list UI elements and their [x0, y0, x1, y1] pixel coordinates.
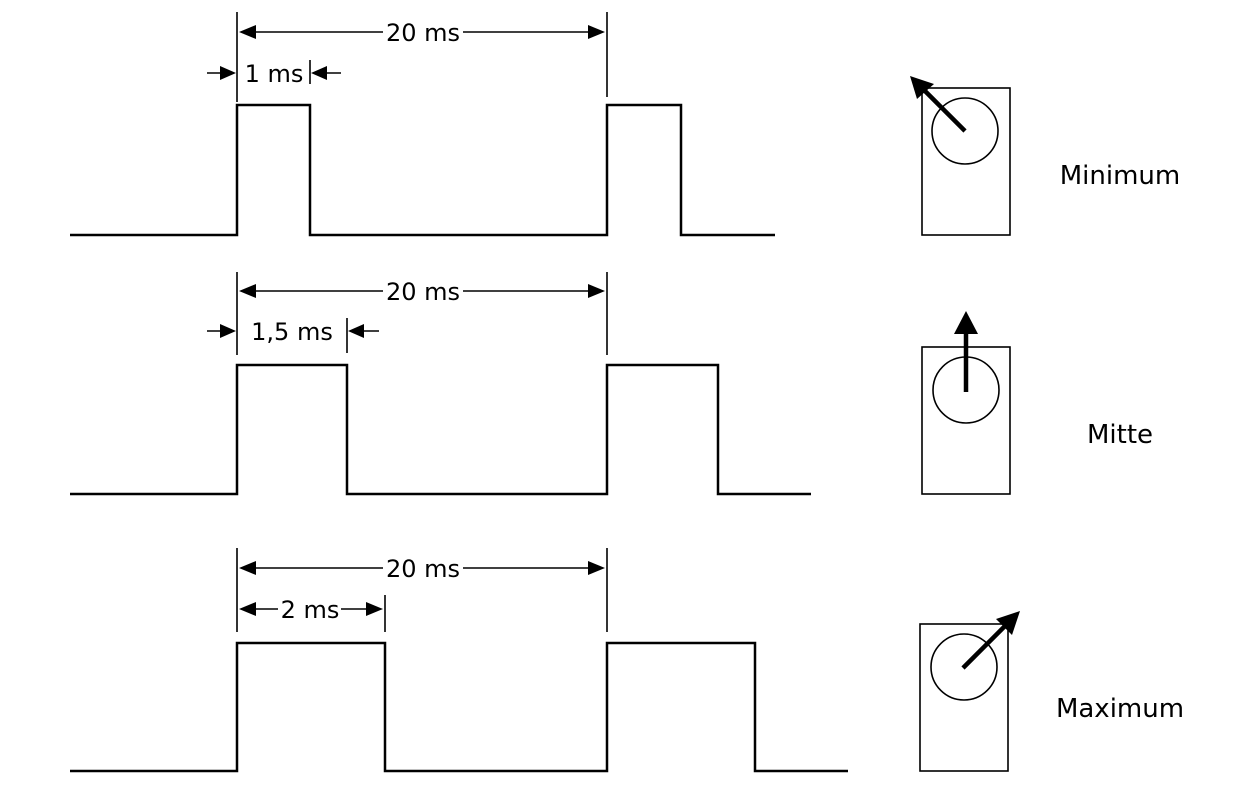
pulse-width-dimension: 2 ms	[239, 595, 386, 632]
pulse-arrowhead-left	[220, 324, 236, 338]
pulse-width-label: 1 ms	[245, 60, 304, 88]
signal-row-mitte: 20 ms 1,5 ms Mitte	[70, 272, 1153, 496]
servo-arm	[961, 623, 1008, 670]
period-arrowhead-left	[239, 284, 256, 298]
state-label-maximum: Maximum	[1056, 694, 1184, 724]
servo-body	[919, 623, 1009, 772]
pulse-width-dimension: 1,5 ms	[207, 318, 379, 353]
pulse-arrowhead-right	[366, 602, 383, 616]
pulse-width-label: 1,5 ms	[251, 318, 333, 346]
servo-icon-mitte	[921, 311, 1011, 495]
period-dimension: 20 ms	[236, 272, 608, 355]
state-label-minimum: Minimum	[1060, 161, 1181, 191]
pwm-waveform	[70, 641, 848, 773]
period-arrowhead-left	[239, 561, 256, 575]
period-label: 20 ms	[386, 19, 460, 47]
period-arrowhead-right	[588, 25, 605, 39]
period-label: 20 ms	[386, 278, 460, 306]
pulse-arrowhead-left	[220, 66, 236, 80]
pwm-waveform	[70, 103, 775, 237]
servo-dial	[930, 633, 998, 701]
pulse-width-label: 2 ms	[281, 596, 340, 624]
servo-arm-arrowhead	[954, 311, 978, 334]
state-label-mitte: Mitte	[1087, 420, 1153, 450]
servo-icon-maximum	[919, 611, 1020, 772]
pwm-waveform	[70, 363, 811, 496]
signal-row-maximum: 20 ms 2 ms Maximum	[70, 548, 1184, 773]
period-arrowhead-left	[239, 25, 256, 39]
servo-dial	[931, 97, 999, 165]
servo-arm-arrowhead	[910, 76, 934, 99]
pulse-width-dimension: 1 ms	[207, 60, 341, 88]
signal-row-minimum: 20 ms 1 ms Minimum	[70, 12, 1181, 237]
pulse-arrowhead-left	[239, 602, 256, 616]
period-dimension: 20 ms	[236, 12, 608, 102]
servo-icon-minimum	[910, 76, 1011, 236]
pulse-arrowhead-right	[348, 324, 364, 338]
servo-body	[921, 87, 1011, 236]
servo-arm-arrowhead	[996, 611, 1020, 635]
period-label: 20 ms	[386, 555, 460, 583]
period-arrowhead-right	[588, 284, 605, 298]
pulse-arrowhead-right	[311, 66, 327, 80]
period-arrowhead-right	[588, 561, 605, 575]
period-dimension: 20 ms	[236, 548, 608, 632]
servo-arm	[923, 89, 967, 133]
